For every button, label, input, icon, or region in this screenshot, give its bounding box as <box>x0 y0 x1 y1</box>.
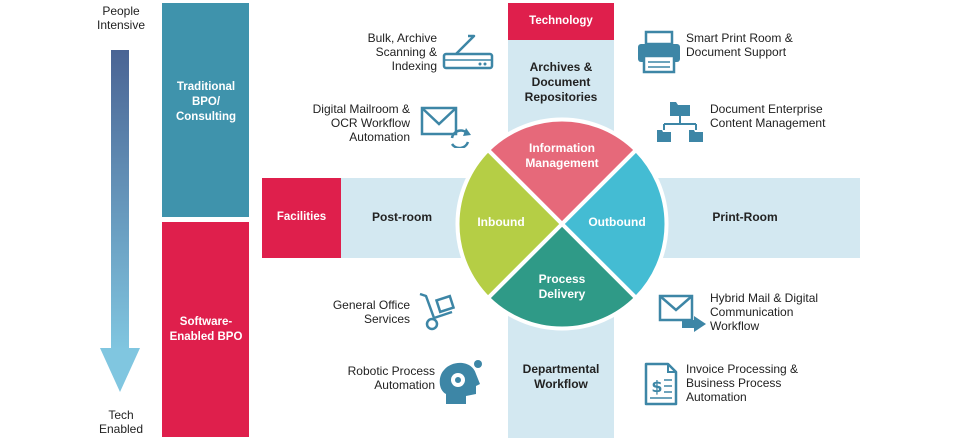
wheel-top-label: Information Management <box>525 141 599 170</box>
postroom-label: Post-room <box>372 210 432 224</box>
hand-truck-icon <box>419 292 456 331</box>
traditional-bpo-band <box>162 3 249 217</box>
bulk-scanning-label: Bulk, Archive Scanning & Indexing <box>367 31 437 73</box>
scale-arrow <box>100 50 140 392</box>
software-bpo-label: Software- Enabled BPO <box>169 316 243 343</box>
smart-print-label: Smart Print Room & Document Support <box>686 31 793 59</box>
wheel-left-label: Inbound <box>477 215 525 229</box>
printer-icon <box>638 30 680 74</box>
invoice-icon: $ <box>644 362 678 406</box>
technology-header <box>508 3 614 40</box>
folder-network-icon <box>657 102 703 142</box>
head-gear-icon <box>439 360 482 404</box>
technology-label: Technology <box>529 15 593 27</box>
svg-text:$: $ <box>651 377 662 396</box>
wheel-right-segment <box>559 147 669 301</box>
wheel-right-label: Outbound <box>588 215 646 229</box>
hybrid-mail-label: Hybrid Mail & Digital Communication Work… <box>710 291 819 333</box>
digital-mailroom-label: Digital Mailroom & OCR Workflow Automati… <box>312 102 410 144</box>
facilities-box <box>262 178 341 258</box>
wheel-bottom-segment <box>485 221 639 331</box>
document-ecm-label: Document Enterprise Content Management <box>710 102 826 130</box>
scanner-icon <box>442 34 494 70</box>
wheel-bottom-label: Process Delivery <box>538 272 586 301</box>
robotic-automation-label: Robotic Process Automation <box>347 364 435 392</box>
traditional-bpo-label: Traditional BPO/ Consulting <box>175 81 237 123</box>
departmental-label: Departmental Workflow <box>522 362 600 391</box>
archives-label: Archives & Document Repositories <box>524 60 598 104</box>
printroom-label: Print-Room <box>712 210 778 224</box>
mail-sync-icon <box>420 106 471 148</box>
process-wheel <box>455 117 669 331</box>
mail-send-icon <box>658 294 706 332</box>
invoice-processing-label: Invoice Processing & Business Process Au… <box>686 362 799 404</box>
wheel-left-segment <box>455 147 565 301</box>
general-office-label: General Office Services <box>332 298 410 326</box>
wheel-top-segment <box>485 117 639 227</box>
people-intensive-label: People Intensive <box>96 4 146 32</box>
tech-enabled-label: Tech Enabled <box>98 408 144 436</box>
software-bpo-band <box>162 222 249 437</box>
facilities-label: Facilities <box>276 211 327 223</box>
